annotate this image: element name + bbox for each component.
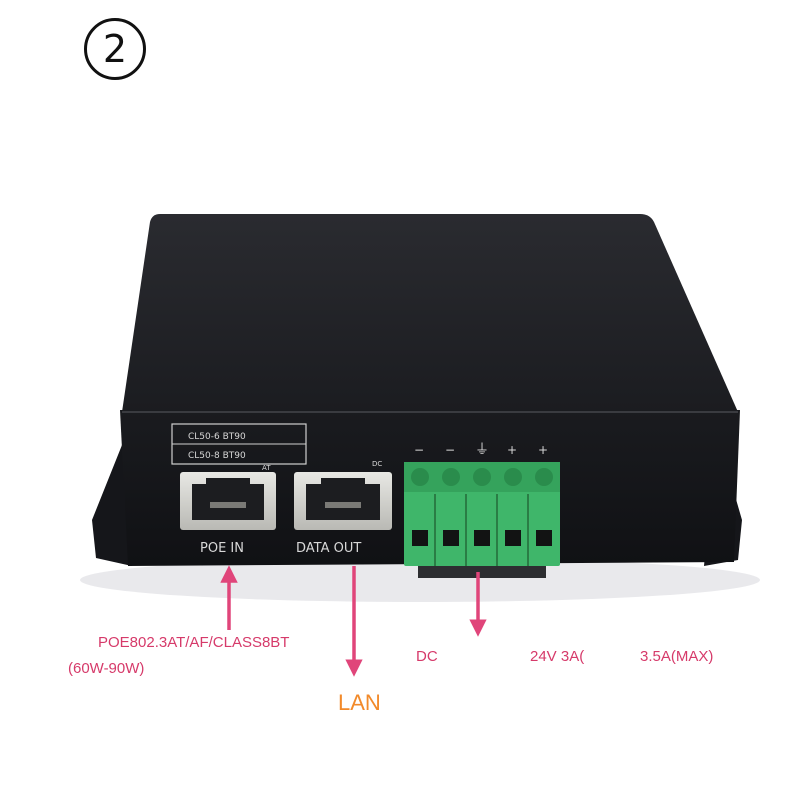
data-out-port[interactable] bbox=[294, 472, 392, 530]
port-small-label-at: AT bbox=[262, 464, 271, 472]
svg-text:⏚: ⏚ bbox=[475, 442, 489, 458]
poe-standard-label: POE802.3AT/AF/CLASS8BT bbox=[98, 634, 290, 651]
dc-terminal-block[interactable] bbox=[404, 462, 560, 578]
left-mounting-flange bbox=[92, 430, 132, 566]
terminal-sockets bbox=[412, 530, 552, 546]
terminal-marks: − − ⏚ + + bbox=[414, 442, 548, 458]
max-current-label: 3.5A(MAX) bbox=[640, 648, 714, 665]
poe-in-port[interactable] bbox=[180, 472, 276, 530]
step-number-badge: 2 bbox=[84, 18, 146, 80]
terminal-screws bbox=[411, 468, 553, 486]
voltage-label: 24V 3A( bbox=[530, 648, 585, 665]
data-out-label: DATA OUT bbox=[296, 541, 361, 556]
port-small-label-dc: DC bbox=[372, 460, 382, 468]
class-line-1: CL50-6 BT90 bbox=[188, 432, 246, 442]
svg-text:+: + bbox=[538, 443, 548, 457]
housing-top bbox=[122, 214, 738, 412]
poe-in-label: POE IN bbox=[200, 541, 244, 556]
svg-text:−: − bbox=[414, 443, 424, 457]
poe-power-label: (60W-90W) bbox=[68, 660, 145, 677]
svg-text:+: + bbox=[507, 443, 517, 457]
svg-text:−: − bbox=[445, 443, 455, 457]
class-line-2: CL50-8 BT90 bbox=[188, 451, 246, 461]
floor-shadow bbox=[80, 558, 760, 602]
dc-label: DC bbox=[416, 648, 438, 665]
class-info-box: CL50-6 BT90 CL50-8 BT90 AT bbox=[171, 423, 307, 472]
lan-label: LAN bbox=[338, 690, 381, 715]
